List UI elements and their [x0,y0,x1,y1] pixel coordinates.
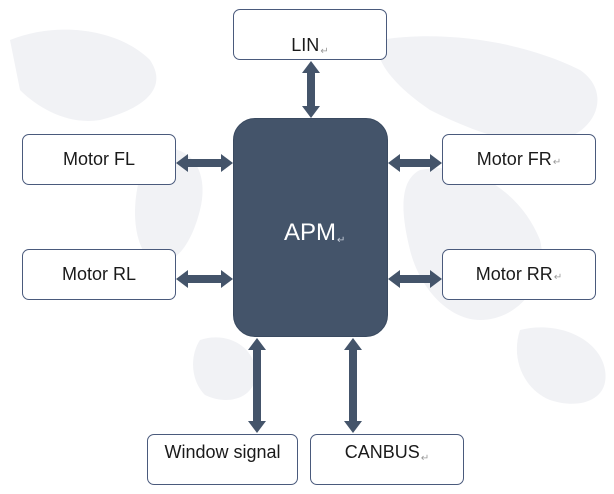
arrow-apm-window-signal [248,338,266,433]
motor-fl-label: Motor FL [62,149,136,169]
motor-fr-box: Motor FR↵ [442,134,596,185]
apm-label: APM [284,219,337,246]
motor-rl-label: Motor RL [61,264,137,284]
motor-fr-label: Motor FR [476,149,552,169]
paragraph-mark-icon: ↵ [420,453,430,464]
motor-rr-label: Motor RR [475,264,553,284]
arrow-apm-lin [302,61,320,118]
canbus-box: CANBUS↵ [310,434,464,485]
paragraph-mark-icon: ↵ [320,46,329,57]
motor-fl-box: Motor FL [22,134,176,185]
arrow-apm-motor-fl [176,154,233,172]
lin-label: LIN [291,35,320,55]
apm-hub: APM↵ [233,118,388,337]
lin-box: LIN↵ [233,9,387,60]
paragraph-mark-icon: ↵ [552,157,562,168]
motor-rr-box: Motor RR↵ [442,249,596,300]
arrow-apm-motor-rl [176,270,233,288]
paragraph-mark-icon: ↵ [553,272,563,283]
arrow-apm-canbus [344,338,362,433]
motor-rl-box: Motor RL [22,249,176,300]
window-signal-box: Window signal [147,434,298,485]
arrow-apm-motor-fr [388,154,442,172]
arrow-apm-motor-rr [388,270,442,288]
window-signal-label: Window signal [164,442,281,462]
canbus-label: CANBUS [344,442,420,462]
paragraph-mark-icon: ↵ [337,235,346,246]
